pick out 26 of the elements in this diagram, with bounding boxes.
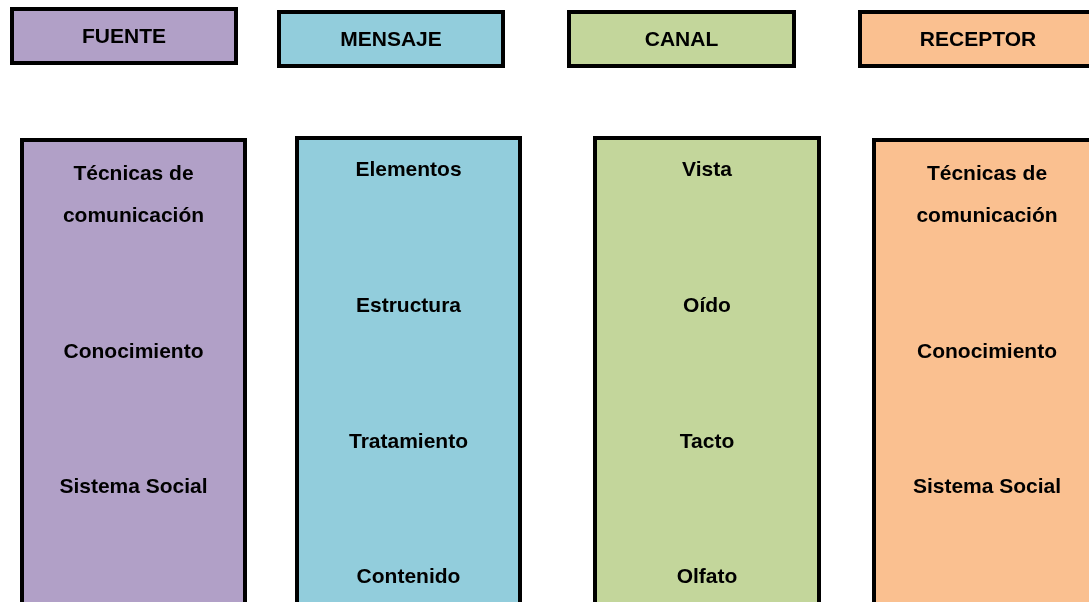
item-label: Sistema Social: [58, 473, 209, 499]
header-box: [858, 10, 1089, 68]
item-label: Vista: [681, 156, 733, 182]
header-box: [567, 10, 796, 68]
column-box: [20, 138, 247, 602]
item-label: Tratamiento: [348, 428, 469, 454]
item-label: Oído: [682, 292, 732, 318]
item-label: Conocimiento: [916, 338, 1058, 364]
item-label: Estructura: [355, 292, 462, 318]
header-box: [10, 7, 238, 65]
column-box: [295, 136, 522, 602]
item-label: Sistema Social: [911, 473, 1063, 499]
item-label: Técnicas de comunicación: [915, 160, 1059, 228]
item-label: Conocimiento: [62, 338, 205, 364]
item-label: Técnicas de comunicación: [61, 160, 206, 228]
column-box: [872, 138, 1089, 602]
item-label: Olfato: [675, 563, 739, 589]
item-label: Tacto: [678, 428, 736, 454]
header-label: FUENTE: [81, 23, 167, 49]
header-label: MENSAJE: [339, 26, 443, 52]
header-label: RECEPTOR: [918, 26, 1038, 52]
item-label: Elementos: [354, 156, 463, 182]
header-box: [277, 10, 505, 68]
column-box: [593, 136, 821, 602]
header-label: CANAL: [643, 26, 720, 52]
item-label: Contenido: [355, 563, 462, 589]
